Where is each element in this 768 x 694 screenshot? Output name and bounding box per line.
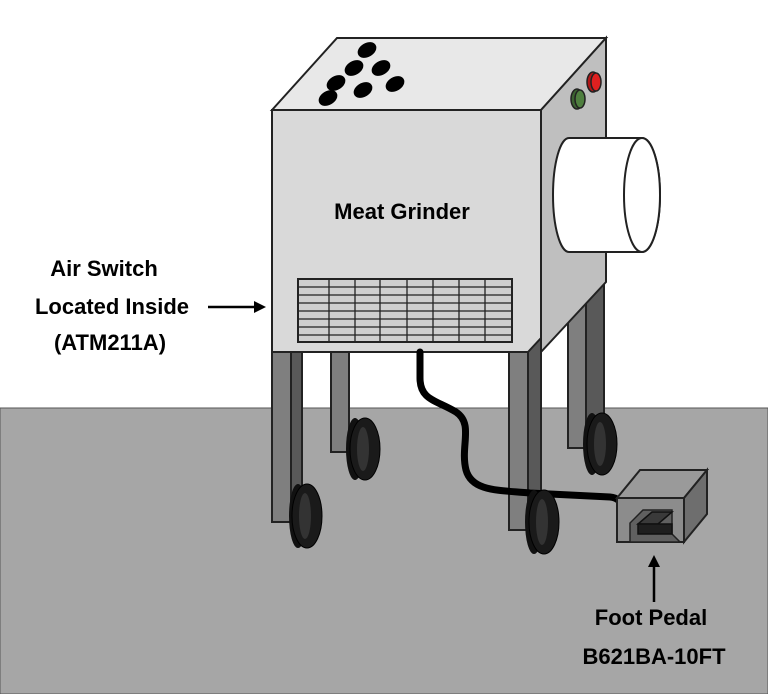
back-right-leg	[567, 279, 605, 451]
front-left-wheel	[289, 483, 323, 549]
foot-pedal	[614, 467, 710, 545]
stop-button	[586, 71, 602, 93]
back-right-wheel	[583, 412, 618, 476]
air-switch-label-line-1: Air Switch	[50, 256, 158, 281]
back-left-leg	[330, 349, 350, 453]
front-right-wheel	[525, 489, 560, 555]
front-left-leg	[271, 351, 303, 523]
air-switch-label-line-3: (ATM211A)	[54, 330, 166, 355]
air-switch-label-line-2: Located Inside	[35, 294, 189, 319]
power-cord	[416, 348, 629, 516]
air-switch-arrow-head	[254, 301, 266, 313]
foot-pedal-label-line-1: Foot Pedal	[595, 605, 707, 630]
foot-pedal-arrow-head	[648, 555, 660, 567]
grinder-output-tube	[552, 137, 661, 253]
air-switch-callout: Air Switch Located Inside (ATM211A)	[35, 256, 266, 355]
foot-pedal-callout: Foot Pedal B621BA-10FT	[582, 555, 726, 669]
start-button	[570, 88, 586, 110]
floor	[0, 407, 768, 694]
machine-label: Meat Grinder	[334, 199, 470, 224]
front-right-leg	[508, 335, 542, 533]
top-holes	[318, 42, 405, 106]
vent-grille	[297, 278, 513, 343]
back-left-wheel	[346, 417, 381, 481]
foot-pedal-label-line-2: B621BA-10FT	[582, 644, 726, 669]
